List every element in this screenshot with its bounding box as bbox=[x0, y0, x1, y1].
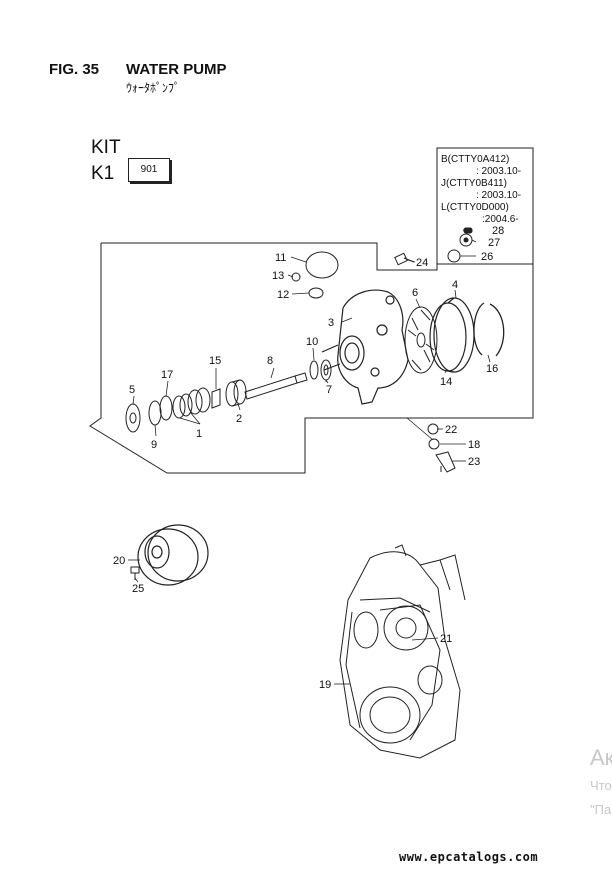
part-13-pin bbox=[291, 272, 301, 282]
part-2-bearing bbox=[225, 379, 247, 407]
callout-27: 27 bbox=[488, 237, 500, 249]
kit-k1-label: K1 bbox=[91, 163, 115, 184]
part-26-washer bbox=[447, 249, 461, 263]
callout-5: 5 bbox=[129, 384, 135, 396]
part-12-ring bbox=[308, 287, 324, 299]
part-9-seal bbox=[148, 400, 162, 426]
callout-8: 8 bbox=[267, 355, 273, 367]
callout-23: 23 bbox=[468, 456, 480, 468]
kit-label: KIT bbox=[91, 137, 121, 158]
figure-title: WATER PUMP bbox=[126, 61, 227, 78]
watermark-line-3: "Па bbox=[590, 802, 612, 817]
callout-10: 10 bbox=[306, 336, 318, 348]
callout-26: 26 bbox=[481, 251, 493, 263]
kit-k1-code-box: 901 bbox=[128, 158, 170, 182]
callout-20: 20 bbox=[113, 555, 125, 567]
callout-14: 14 bbox=[440, 376, 452, 388]
variant-note-j-date: : 2003.10- bbox=[476, 190, 522, 201]
variant-note-l-date: :2004.6- bbox=[482, 214, 519, 225]
part-23-fitting bbox=[435, 451, 456, 473]
callout-17: 17 bbox=[161, 369, 173, 381]
part-7-seal bbox=[320, 359, 332, 381]
variant-note-b-code: B(CTTY0A412) bbox=[441, 154, 510, 165]
callout-2: 2 bbox=[236, 413, 242, 425]
leader-lines bbox=[128, 229, 491, 685]
part-15-spacer bbox=[211, 388, 221, 409]
callout-19: 19 bbox=[319, 679, 331, 691]
callout-28: 28 bbox=[492, 225, 504, 237]
part-17-snap-ring bbox=[159, 395, 173, 421]
part-18-washer bbox=[428, 438, 440, 450]
callout-22: 22 bbox=[445, 424, 457, 436]
callout-4: 4 bbox=[452, 279, 458, 291]
callout-1: 1 bbox=[196, 428, 202, 440]
footer-url: www.epcatalogs.com bbox=[399, 850, 539, 864]
part-5-hub bbox=[125, 403, 141, 433]
figure-number: FIG. 35 bbox=[49, 61, 100, 78]
callout-12: 12 bbox=[277, 289, 289, 301]
callout-15: 15 bbox=[209, 355, 221, 367]
watermark-line-2: Что bbox=[590, 778, 612, 793]
callout-21: 21 bbox=[440, 633, 452, 645]
part-6-impeller bbox=[404, 306, 438, 374]
callout-18: 18 bbox=[468, 439, 480, 451]
callout-3: 3 bbox=[328, 317, 334, 329]
callout-13: 13 bbox=[272, 270, 284, 282]
figure-subtitle: ｳｫｰﾀﾎﾟﾝﾌﾟ bbox=[126, 81, 181, 95]
part-1-bearing bbox=[172, 387, 211, 419]
kit-boundary-outline bbox=[89, 242, 534, 474]
part-22-cap bbox=[427, 423, 439, 435]
part-10-seal bbox=[309, 360, 319, 380]
callout-9: 9 bbox=[151, 439, 157, 451]
part-20-pulley bbox=[137, 524, 209, 586]
part-28-plug bbox=[463, 227, 473, 234]
engine-belt-sketch bbox=[339, 544, 466, 759]
part-3-pump-housing bbox=[321, 289, 409, 405]
variant-note-j-code: J(CTTY0B411) bbox=[441, 178, 507, 189]
part-24-bolt bbox=[394, 252, 415, 266]
callout-24: 24 bbox=[416, 257, 428, 269]
part-25-bolt bbox=[130, 566, 140, 580]
part-11-oring bbox=[305, 251, 339, 279]
part-8-shaft bbox=[244, 372, 308, 400]
variant-note-l-code: L(CTTY0D000) bbox=[441, 202, 509, 213]
callout-25: 25 bbox=[132, 583, 144, 595]
callout-11: 11 bbox=[275, 252, 286, 264]
variant-note-box bbox=[436, 147, 534, 265]
callout-7: 7 bbox=[326, 384, 332, 396]
callout-16: 16 bbox=[486, 363, 498, 375]
part-27-fitting bbox=[459, 233, 473, 247]
watermark-line-1: Ак bbox=[590, 745, 612, 770]
part-16-snap-ring bbox=[473, 302, 505, 357]
callout-6: 6 bbox=[412, 287, 418, 299]
variant-note-b-date: : 2003.10- bbox=[476, 166, 522, 177]
